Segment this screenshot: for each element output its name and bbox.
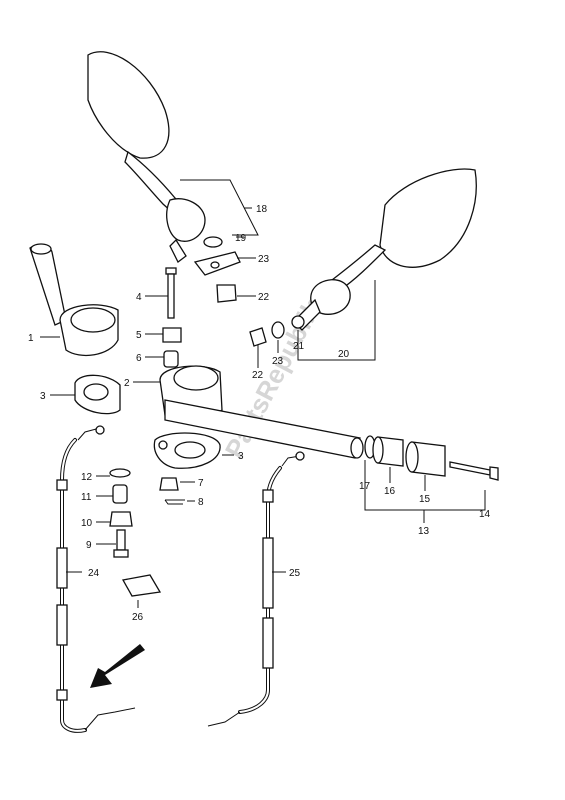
callout-9: 9: [86, 540, 92, 551]
callout-12: 12: [81, 472, 93, 483]
left-mirror: [87, 51, 206, 263]
callout-19: 19: [235, 233, 247, 244]
callout-20: 20: [338, 349, 350, 360]
pin-8: [164, 499, 185, 505]
nut-7: [159, 477, 179, 491]
nut-10: [109, 511, 133, 527]
front-direction-arrow: [90, 644, 145, 688]
callout-22-right: 22: [252, 370, 264, 381]
callout-3-lower: 3: [238, 451, 244, 462]
right-mirror: [293, 168, 477, 331]
callout-26: 26: [132, 612, 144, 623]
callout-7: 7: [198, 478, 204, 489]
callout-21: 21: [293, 341, 305, 352]
callout-6: 6: [136, 353, 142, 364]
callout-14: 14: [479, 509, 491, 520]
cable-25: [207, 451, 305, 727]
callout-22-left: 22: [258, 292, 270, 303]
callout-25: 25: [289, 568, 301, 579]
end-weight-16: [372, 436, 404, 467]
callout-11: 11: [81, 492, 92, 503]
cable-24: [56, 425, 136, 733]
collar-5: [162, 327, 182, 343]
bolt-4: [165, 267, 177, 319]
nut-21: [291, 315, 305, 329]
left-handlebar: [29, 243, 119, 357]
callout-1: 1: [28, 333, 34, 344]
washer-12: [109, 468, 131, 478]
cap-22-left: [216, 284, 237, 303]
screw-14: [449, 461, 499, 481]
callout-labels: 1 2 3 3 4 5 6 7 8 9 10 11 12 13 14 15 16…: [28, 204, 491, 623]
washer-23-right: [271, 321, 285, 339]
callout-3-upper: 3: [40, 391, 46, 402]
callout-10: 10: [81, 518, 93, 529]
callout-5: 5: [136, 330, 142, 341]
spacer-11: [112, 484, 128, 504]
spacer-6: [163, 350, 179, 368]
clamp-26: [121, 574, 162, 597]
callout-2: 2: [124, 378, 130, 389]
callout-18: 18: [256, 204, 268, 215]
callout-17: 17: [359, 481, 371, 492]
callout-24: 24: [88, 568, 100, 579]
callout-4: 4: [136, 292, 142, 303]
right-handlebar: [159, 365, 364, 459]
leader-lines: [40, 179, 486, 608]
bolt-9: [113, 529, 129, 558]
callout-13: 13: [418, 526, 430, 537]
callout-23-left: 23: [258, 254, 270, 265]
callout-23-right: 23: [272, 356, 284, 367]
callout-16: 16: [384, 486, 396, 497]
end-weight-15: [405, 441, 446, 477]
nut-19: [203, 236, 223, 248]
cap-22-right: [249, 327, 267, 347]
callout-8: 8: [198, 497, 204, 508]
callout-15: 15: [419, 494, 431, 505]
